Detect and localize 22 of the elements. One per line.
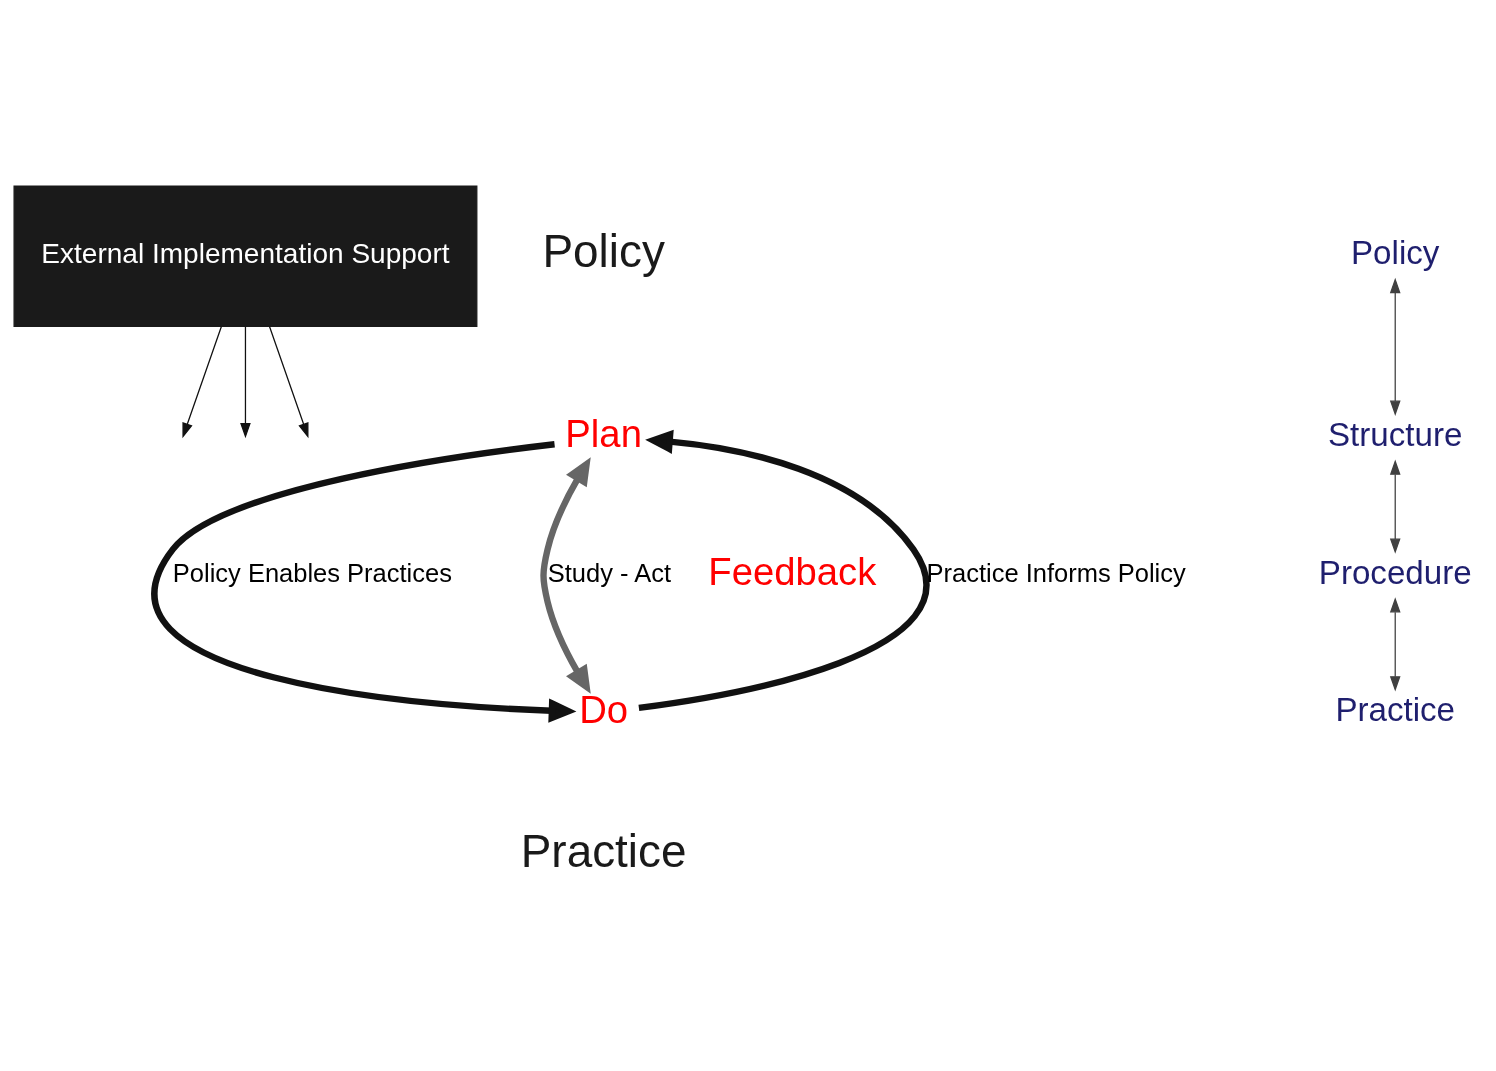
label: Practice [520, 824, 687, 877]
label: Feedback [708, 549, 877, 593]
arrow [1389, 277, 1401, 416]
node-text: Do [579, 687, 629, 731]
arrow [1389, 596, 1401, 691]
node-text: Practice [1335, 690, 1456, 728]
arrow [182, 325, 222, 438]
arrow [240, 325, 251, 438]
arrow [540, 456, 591, 694]
edge-label: Practice Informs Policy [926, 558, 1186, 587]
arrow [1389, 459, 1401, 554]
node-box: External Implementation Support [13, 184, 478, 327]
arrow [153, 440, 577, 723]
arrow [268, 325, 309, 438]
node-text: Structure [1328, 415, 1463, 453]
label: Policy [542, 224, 665, 277]
edge-label: Study - Act [547, 558, 671, 587]
node-text: Policy [1351, 233, 1440, 271]
node-text: Plan [565, 411, 642, 455]
edge-label: Policy Enables Practices [172, 558, 452, 587]
node-text: Procedure [1318, 553, 1472, 591]
arrow [638, 429, 929, 711]
